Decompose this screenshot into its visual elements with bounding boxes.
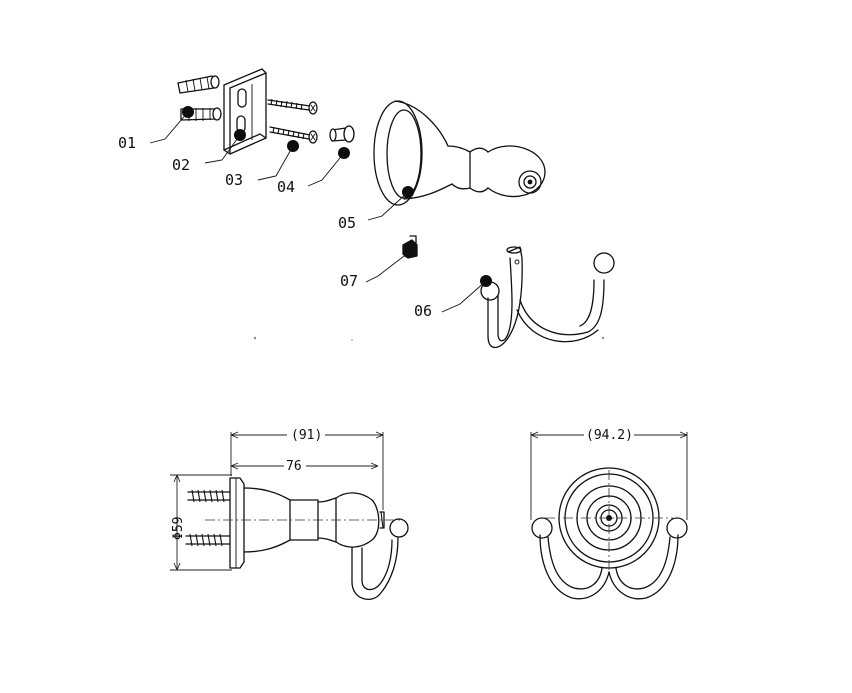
label-01: 01 [118, 134, 136, 152]
screw-lower [269, 126, 318, 144]
rosette-base-assembly [373, 100, 546, 206]
screw-upper [267, 98, 318, 115]
label-04: 04 [277, 178, 295, 196]
double-hook [480, 246, 615, 349]
dim-side-overall: (91) [291, 428, 322, 443]
label-07: 07 [340, 272, 358, 290]
dim-side-diameter: Φ59 [171, 517, 186, 540]
set-screw-pin [329, 125, 355, 143]
label-05: 05 [338, 214, 356, 232]
exploded-view: 01 02 03 04 05 07 06 [118, 68, 615, 349]
dim-front-overall: (94.2) [586, 428, 633, 443]
side-view: (91) 76 Φ59 [170, 426, 409, 600]
label-03: 03 [225, 171, 243, 189]
front-view: (94.2) [530, 426, 688, 600]
label-06: 06 [414, 302, 432, 320]
scan-noise [253, 336, 605, 341]
label-02: 02 [172, 156, 190, 174]
dim-side-body: 76 [286, 459, 302, 474]
wall-anchor-upper [177, 75, 220, 94]
mounting-bracket [223, 68, 267, 155]
